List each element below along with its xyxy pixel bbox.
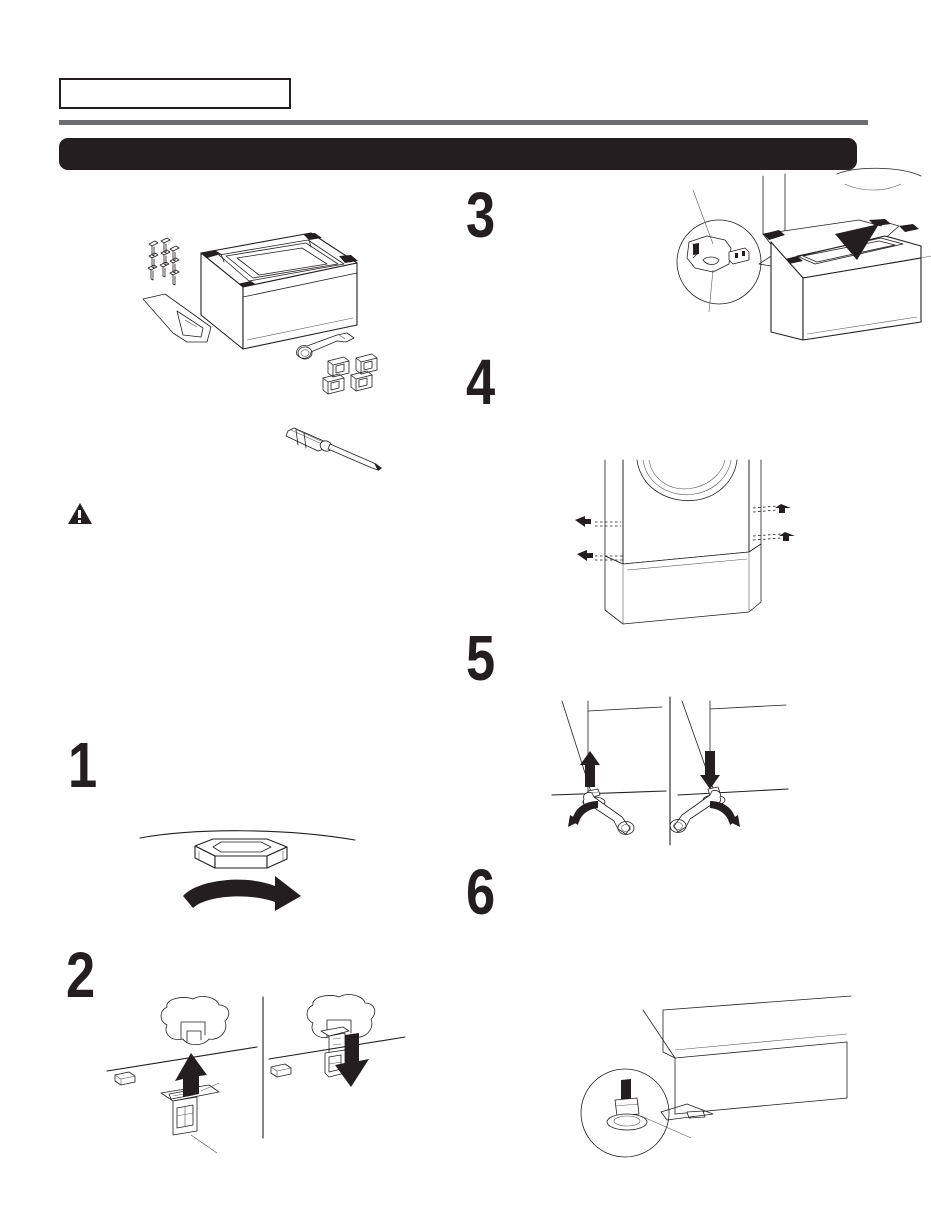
pedestal-top-detail-figure bbox=[676, 167, 931, 341]
step-3-figure bbox=[663, 167, 931, 344]
wrench bbox=[296, 332, 355, 360]
warning-exclamation-stroke bbox=[78, 510, 81, 518]
step-5-left-panel bbox=[551, 700, 667, 835]
step-number-4: 4 bbox=[466, 346, 495, 418]
phillips-screwdriver bbox=[285, 427, 382, 471]
bracket-insert-two-panel-figure bbox=[106, 994, 406, 1154]
step-5-right-panel bbox=[669, 700, 789, 833]
header-divider-rule bbox=[59, 120, 868, 125]
step-6-figure bbox=[575, 995, 860, 1175]
step-4-figure bbox=[565, 459, 810, 625]
step-2-figure bbox=[105, 994, 406, 1160]
header-label-box bbox=[59, 78, 291, 109]
section-title-banner bbox=[59, 138, 857, 170]
screwdriver-figure bbox=[278, 418, 398, 476]
screws-group bbox=[147, 237, 180, 286]
pedestal-drawer-unit bbox=[200, 232, 358, 350]
pedestal-corner-leveling-foot-detail-figure bbox=[580, 995, 852, 1158]
parts-and-tools-figure bbox=[125, 215, 390, 410]
washer-on-pedestal-screws-figure bbox=[575, 459, 795, 625]
plastic-tool bbox=[142, 293, 212, 343]
step-2-left-panel bbox=[106, 996, 258, 1154]
step-2-right-panel bbox=[268, 994, 406, 1087]
step-number-3: 3 bbox=[466, 179, 495, 251]
step-1-figure bbox=[135, 818, 360, 913]
step-number-5: 5 bbox=[466, 622, 495, 694]
step-number-6: 6 bbox=[466, 856, 495, 928]
brackets-group bbox=[322, 353, 378, 395]
warning-exclamation-dot bbox=[78, 520, 81, 523]
hex-foot-rotate-figure bbox=[139, 830, 356, 911]
warning-block bbox=[68, 503, 398, 533]
leveling-leg-wrench-two-panel-figure bbox=[551, 696, 789, 846]
step-number-1: 1 bbox=[68, 729, 97, 801]
screw-arrows bbox=[575, 504, 795, 561]
step-number-2: 2 bbox=[66, 939, 95, 1011]
step-5-figure bbox=[550, 695, 790, 850]
